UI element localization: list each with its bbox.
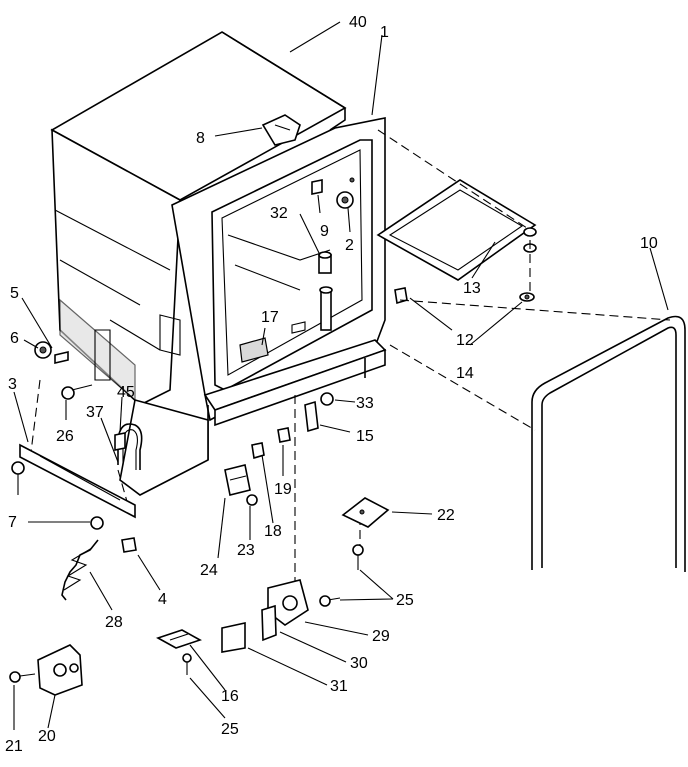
callout-9: 9 <box>320 223 329 240</box>
spray-tower-part <box>318 251 333 331</box>
callout-23: 23 <box>237 542 255 559</box>
callout-14: 14 <box>456 365 474 382</box>
callout-1: 1 <box>380 24 389 41</box>
callout-25-upper: 25 <box>396 592 414 609</box>
fitting-parts <box>311 177 355 209</box>
fasteners-right <box>394 227 537 305</box>
center-parts <box>9 392 390 696</box>
callout-40: 40 <box>349 14 367 31</box>
callout-17: 17 <box>261 309 279 326</box>
callout-29: 29 <box>372 628 390 645</box>
callout-13: 13 <box>463 280 481 297</box>
callout-labels: 40 1 8 32 9 2 10 13 12 14 5 6 3 17 45 37… <box>5 14 658 755</box>
callout-5: 5 <box>10 285 19 302</box>
callout-30: 30 <box>350 655 368 672</box>
callout-19: 19 <box>274 481 292 498</box>
callout-8: 8 <box>196 130 205 147</box>
callout-45: 45 <box>117 384 135 401</box>
callout-24: 24 <box>200 562 218 579</box>
callout-18: 18 <box>264 523 282 540</box>
callout-10: 10 <box>640 235 658 252</box>
callout-32: 32 <box>270 205 288 222</box>
callout-22: 22 <box>437 507 455 524</box>
tub-assembly <box>50 31 387 496</box>
gasket-10 <box>531 315 686 572</box>
callout-12: 12 <box>456 332 474 349</box>
callout-26: 26 <box>56 428 74 445</box>
callout-3: 3 <box>8 376 17 393</box>
callout-15: 15 <box>356 428 374 445</box>
callout-20: 20 <box>38 728 56 745</box>
callout-6: 6 <box>10 330 19 347</box>
callout-28: 28 <box>105 614 123 631</box>
left-parts <box>11 341 137 601</box>
callout-16: 16 <box>221 688 239 705</box>
callout-25-lower: 25 <box>221 721 239 738</box>
callout-7: 7 <box>8 514 17 531</box>
callout-37: 37 <box>86 404 104 421</box>
leader-lines <box>13 21 669 730</box>
callout-4: 4 <box>158 591 167 608</box>
gasket-13 <box>376 179 537 281</box>
callout-31: 31 <box>330 678 348 695</box>
bracket-part <box>261 114 301 146</box>
callout-2: 2 <box>345 237 354 254</box>
callout-33: 33 <box>356 395 374 412</box>
callout-21: 21 <box>5 738 23 755</box>
